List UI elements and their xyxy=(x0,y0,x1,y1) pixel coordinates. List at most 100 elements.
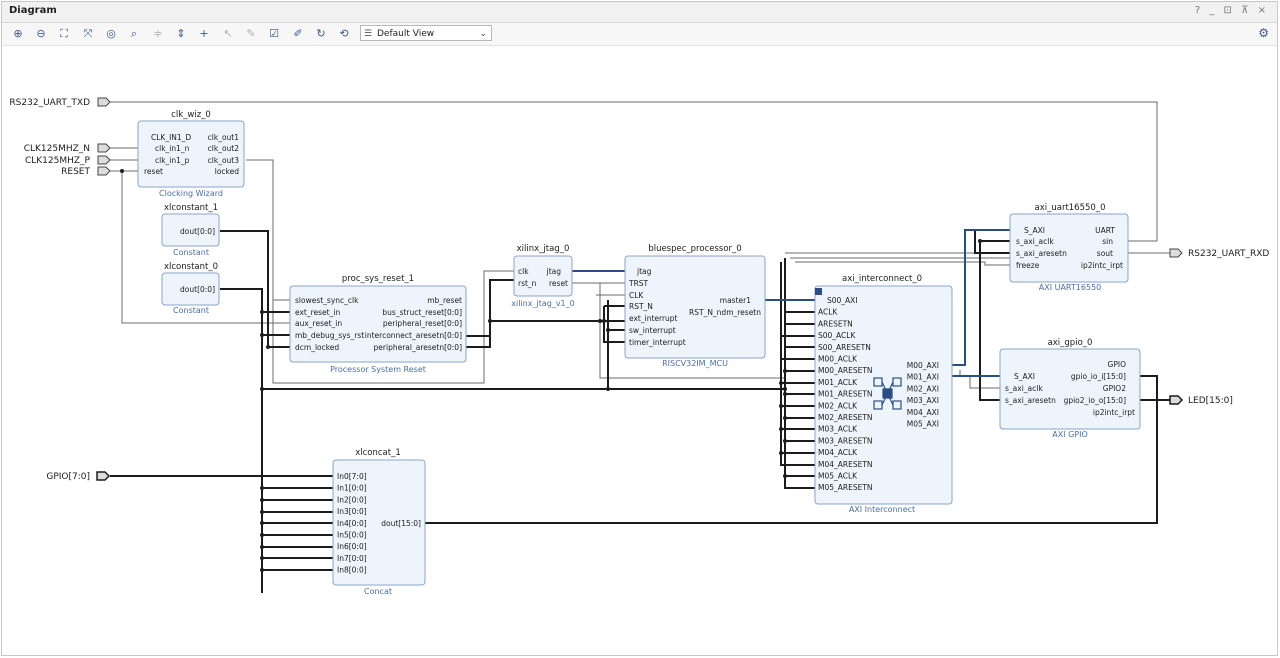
zoom-in-icon[interactable]: ⊕ xyxy=(13,27,23,40)
gear-icon[interactable]: ⚙ xyxy=(1258,26,1269,40)
pin-label: TRST xyxy=(628,279,649,288)
port-label: RS232_UART_TXD xyxy=(9,98,90,108)
pin-label: M05_ARESETN xyxy=(818,483,873,492)
block-type-name: Processor System Reset xyxy=(330,365,426,374)
pin-label: CLK_IN1_D xyxy=(151,133,191,142)
pin-label: interconnect_aresetn[0:0] xyxy=(365,331,462,340)
port-arrow-icon xyxy=(97,143,111,153)
block-type-name: AXI GPIO xyxy=(1052,430,1088,439)
zoom-fit-icon[interactable]: ⛶ xyxy=(60,27,68,40)
pin-label: clk_in1_n xyxy=(155,144,190,153)
pin-label: UART xyxy=(1095,226,1115,235)
port-arrow-icon xyxy=(96,471,111,481)
block-type-name: AXI Interconnect xyxy=(849,505,915,514)
port-uart-rxd[interactable]: RS232_UART_RXD xyxy=(1169,248,1269,259)
pin-label: timer_interrupt xyxy=(629,338,686,347)
block-body xyxy=(624,255,766,359)
pin-label: S00_AXI xyxy=(827,296,858,305)
pin-label: mb_reset xyxy=(427,296,462,305)
block-xlconstant-0[interactable]: xlconstant_0 dout[0:0] Constant xyxy=(161,262,220,315)
port-label: RESET xyxy=(61,167,90,177)
pin-label: M04_ACLK xyxy=(818,448,858,457)
pin-label: master1 xyxy=(720,296,751,305)
block-xlconstant-1[interactable]: xlconstant_1 dout[0:0] Constant xyxy=(161,203,220,257)
pin-label: In0[7:0] xyxy=(337,472,367,481)
pin-label: clk_out3 xyxy=(208,156,240,165)
pin-label: ARESETN xyxy=(818,319,853,328)
pin-label: ACLK xyxy=(818,308,838,317)
pin-label: M00_ARESETN xyxy=(818,366,873,375)
regenerate-layout-icon[interactable]: ⟲ xyxy=(339,27,349,40)
block-body xyxy=(137,120,245,188)
block-axi-uart[interactable]: axi_uart16550_0 S_AXI s_axi_aclk s_axi_a… xyxy=(1009,203,1129,292)
pin-label: CLK xyxy=(629,291,644,300)
block-instance-name: xlconcat_1 xyxy=(355,448,401,458)
pin-label: In7[0:0] xyxy=(337,554,367,563)
port-label: LED[15:0] xyxy=(1188,396,1233,406)
pin-label: M02_ACLK xyxy=(818,401,858,410)
block-clk-wiz[interactable]: clk_wiz_0 CLK_IN1_D clk_in1_n clk_in1_p … xyxy=(137,110,245,198)
wire-const0 xyxy=(220,288,263,593)
collapse-icon[interactable]: ≑ xyxy=(153,27,163,40)
zoom-out-icon[interactable]: ⊖ xyxy=(36,27,46,40)
pin-label: dout[0:0] xyxy=(180,285,215,294)
block-proc-sys-reset[interactable]: proc_sys_reset_1 slowest_sync_clk ext_re… xyxy=(289,274,467,374)
crossbar-icon xyxy=(873,377,902,410)
wire-uart-txd xyxy=(110,101,1158,241)
panel-title: Diagram xyxy=(9,5,57,16)
auto-connect-icon[interactable]: ◎ xyxy=(106,27,116,40)
view-select[interactable]: ☰ Default View ⌄ xyxy=(360,25,492,41)
block-body xyxy=(513,255,573,297)
pin-label: rst_n xyxy=(518,279,537,288)
port-reset[interactable]: RESET xyxy=(61,166,111,177)
interconnect-left-pins: S00_AXIACLKARESETNS00_ACLKS00_ARESETNM00… xyxy=(818,296,873,492)
pin-label: ip2intc_irpt xyxy=(1093,408,1135,417)
port-led[interactable]: LED[15:0] xyxy=(1169,395,1233,406)
disabled-icon[interactable]: ↖ xyxy=(223,27,233,40)
window-controls[interactable]: ? _ ⊡ ⊼ × xyxy=(1194,5,1269,16)
block-axi-interconnect[interactable]: axi_interconnect_0 S00_AXIACLKARESETNS00… xyxy=(814,274,953,514)
block-instance-name: axi_interconnect_0 xyxy=(842,274,922,284)
pin-label: freeze xyxy=(1016,261,1040,270)
block-body xyxy=(1009,213,1129,283)
pin-label: s_axi_aresetn xyxy=(1005,396,1056,405)
pin-label: M03_ARESETN xyxy=(818,436,873,445)
block-xilinx-jtag[interactable]: xilinx_jtag_0 clk rst_n jtag reset xilin… xyxy=(511,244,574,308)
block-type-name: Concat xyxy=(364,587,392,596)
settings-wrench-icon[interactable]: ✎ xyxy=(246,27,256,40)
refresh-icon[interactable]: ↻ xyxy=(316,27,326,40)
pin-label: In5[0:0] xyxy=(337,531,367,540)
pin-label: M01_ARESETN xyxy=(818,390,873,399)
port-label: CLK125MHZ_N xyxy=(24,144,90,154)
pin-label: M02_ARESETN xyxy=(818,413,873,422)
block-axi-gpio[interactable]: axi_gpio_0 S_AXI s_axi_aclk s_axi_areset… xyxy=(999,338,1141,439)
block-instance-name: axi_gpio_0 xyxy=(1048,338,1093,348)
block-bluespec-processor[interactable]: bluespec_processor_0 jtag TRST CLK RST_N… xyxy=(624,244,766,368)
expand-icon[interactable] xyxy=(815,288,822,295)
add-ip-icon[interactable]: + xyxy=(199,27,209,40)
pin-label: GPIO xyxy=(1108,360,1127,369)
pin-label: sin xyxy=(1102,237,1113,246)
port-gpio-in[interactable]: GPIO[7:0] xyxy=(46,471,111,482)
pin-label: S_AXI xyxy=(1014,372,1035,381)
expand-icon[interactable]: ⇕ xyxy=(176,27,186,40)
pin-label: jtag xyxy=(636,267,652,276)
port-clk-p[interactable]: CLK125MHZ_P xyxy=(25,155,111,166)
pin-label: clk_out1 xyxy=(208,133,240,142)
pin-label: GPIO2 xyxy=(1103,384,1126,393)
pin-label: In1[0:0] xyxy=(337,484,367,493)
search-icon[interactable]: ⌕ xyxy=(130,27,138,40)
pin-label: M01_AXI xyxy=(907,373,939,382)
pin-label: sw_interrupt xyxy=(629,326,676,335)
run-automation-icon[interactable]: ✐ xyxy=(293,27,303,40)
validate-icon[interactable]: ☑ xyxy=(269,27,279,40)
pin-label: In2[0:0] xyxy=(337,495,367,504)
block-type-name: RISCV32IM_MCU xyxy=(662,359,728,368)
port-uart-txd[interactable]: RS232_UART_TXD xyxy=(9,97,111,108)
block-xlconcat[interactable]: xlconcat_1 In0[7:0]In1[0:0]In2[0:0]In3[0… xyxy=(332,448,426,596)
list-icon: ☰ xyxy=(364,29,373,39)
port-clk-n[interactable]: CLK125MHZ_N xyxy=(24,143,111,154)
fit-selection-icon[interactable]: ⤧ xyxy=(83,27,93,40)
pin-label: In6[0:0] xyxy=(337,542,367,551)
